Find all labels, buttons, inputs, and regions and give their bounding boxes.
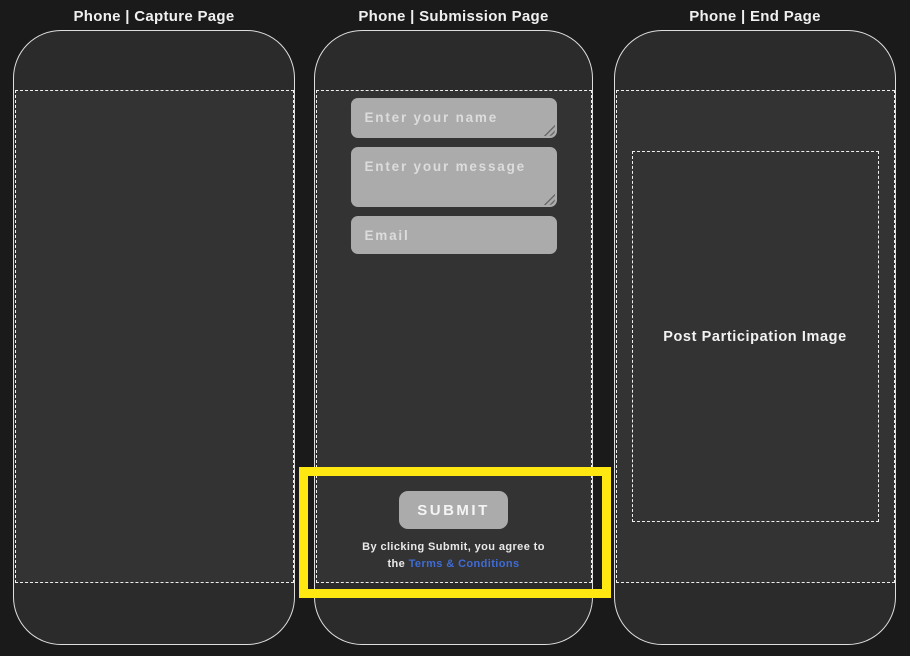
form-fields — [317, 91, 591, 254]
email-field[interactable] — [350, 216, 557, 254]
panel-submission-page: Phone | Submission Page — [314, 8, 593, 645]
name-field-wrapper — [350, 98, 557, 138]
end-content-area: Post Participation Image — [615, 90, 895, 583]
end-page-title: Phone | End Page — [689, 8, 821, 25]
legal-line2-prefix: the — [387, 558, 409, 570]
message-field-wrapper — [350, 147, 557, 207]
name-field[interactable] — [350, 98, 557, 138]
message-field[interactable] — [350, 147, 557, 207]
panel-end-page: Phone | End Page Post Participation Imag… — [614, 8, 896, 645]
submission-page-title: Phone | Submission Page — [358, 8, 549, 25]
post-participation-image-label: Post Participation Image — [663, 328, 847, 345]
legal-text: By clicking Submit, you agree to the Term… — [317, 539, 591, 573]
end-phone-frame: Post Participation Image — [614, 30, 896, 645]
capture-content-area — [14, 90, 294, 583]
capture-page-title: Phone | Capture Page — [73, 8, 235, 25]
capture-phone-frame — [13, 30, 295, 645]
panel-capture-page: Phone | Capture Page — [13, 8, 295, 645]
post-participation-image-placeholder: Post Participation Image — [631, 151, 879, 522]
terms-and-conditions-link[interactable]: Terms & Conditions — [408, 558, 520, 570]
submit-button[interactable]: SUBMIT — [399, 491, 508, 529]
legal-line1: By clicking Submit, you agree to — [362, 541, 545, 553]
submission-content-area: SUBMIT By clicking Submit, you agree to t… — [315, 90, 592, 583]
email-field-wrapper — [350, 216, 557, 254]
submit-area: SUBMIT By clicking Submit, you agree to t… — [317, 491, 591, 573]
submission-phone-frame: SUBMIT By clicking Submit, you agree to t… — [314, 30, 593, 645]
